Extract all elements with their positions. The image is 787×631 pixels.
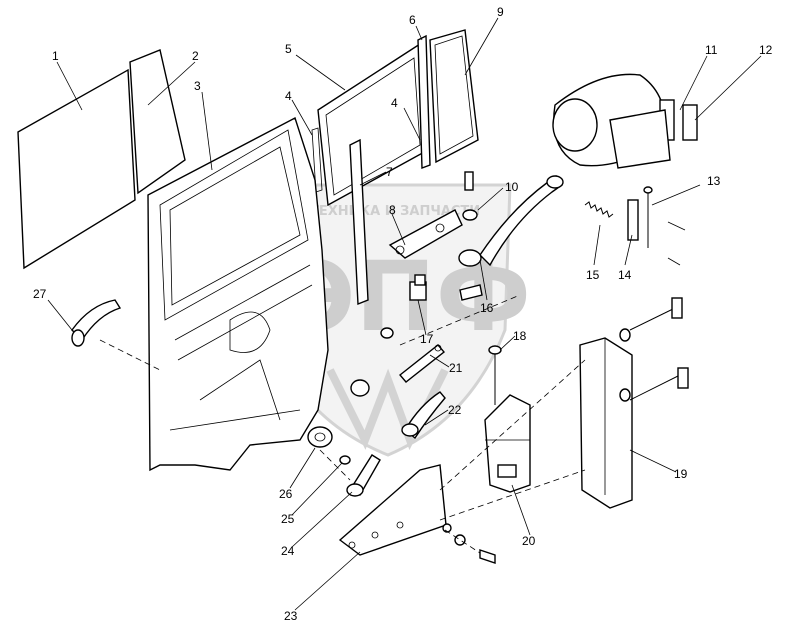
label-part: 6: [409, 13, 416, 27]
label-part: 12: [759, 43, 773, 57]
label-part: 23: [284, 609, 298, 623]
part-8-bracket: [388, 209, 463, 259]
label-part: 20: [522, 534, 536, 548]
part-labels: 1 2 3 4 5 6 9 4 7 11 12 8 10 13 15 14 16…: [33, 5, 773, 623]
label-part: 13: [707, 174, 721, 188]
part-15-spring: [584, 201, 614, 218]
label-part: 10: [505, 180, 519, 194]
part-17-block: [409, 274, 483, 301]
label-part: 24: [281, 544, 295, 558]
fasteners: [350, 327, 631, 564]
label-part: 9: [497, 5, 504, 19]
label-part: 14: [618, 268, 632, 282]
part-21-latch: [398, 344, 446, 383]
part-7-channel: [349, 138, 369, 306]
part-9-vent-glass: [429, 29, 479, 164]
part-25-washer: [339, 455, 351, 465]
part-16-lever: [458, 174, 564, 267]
part-3-door-frame: [147, 116, 329, 472]
alignment-lines: [99, 294, 586, 554]
leader-lines: [47, 17, 762, 611]
label-part: 1: [52, 49, 59, 63]
part-10-nut: [462, 171, 478, 221]
part-1-glass: [17, 68, 136, 270]
part-2-glass: [129, 49, 186, 195]
part-20-bracket: [484, 394, 531, 493]
part-6-strip: [417, 34, 431, 169]
label-part: 19: [674, 467, 688, 481]
label-part: 3: [194, 79, 201, 93]
label-part: 18: [513, 329, 527, 343]
part-14-pin: [627, 199, 639, 241]
label-part: 4: [391, 96, 398, 110]
label-part: 21: [449, 361, 463, 375]
part-27-handle: [71, 299, 122, 347]
label-part: 15: [586, 268, 600, 282]
part-24-arm: [346, 454, 381, 497]
label-part: 7: [386, 165, 393, 179]
part-18-pin: [488, 345, 502, 405]
label-part: 4: [285, 89, 292, 103]
label-part: 8: [389, 203, 396, 217]
part-11-12-hinge: [552, 73, 698, 169]
label-part: 17: [420, 332, 434, 346]
label-part: 2: [192, 49, 199, 63]
label-part: 5: [285, 42, 292, 56]
part-23-hinge-plate: [338, 464, 447, 556]
label-part: 25: [281, 512, 295, 526]
part-5-window-frame: [317, 42, 429, 207]
label-part: 26: [279, 487, 293, 501]
part-13-pin: [643, 186, 686, 266]
part-22-handle: [401, 391, 446, 440]
label-part: 27: [33, 287, 47, 301]
label-part: 16: [480, 301, 494, 315]
part-26-bushing: [307, 426, 333, 448]
label-part: 11: [705, 43, 718, 57]
label-part: 22: [448, 403, 462, 417]
part-4-seal: [311, 127, 323, 193]
part-19-plate: [579, 297, 689, 509]
